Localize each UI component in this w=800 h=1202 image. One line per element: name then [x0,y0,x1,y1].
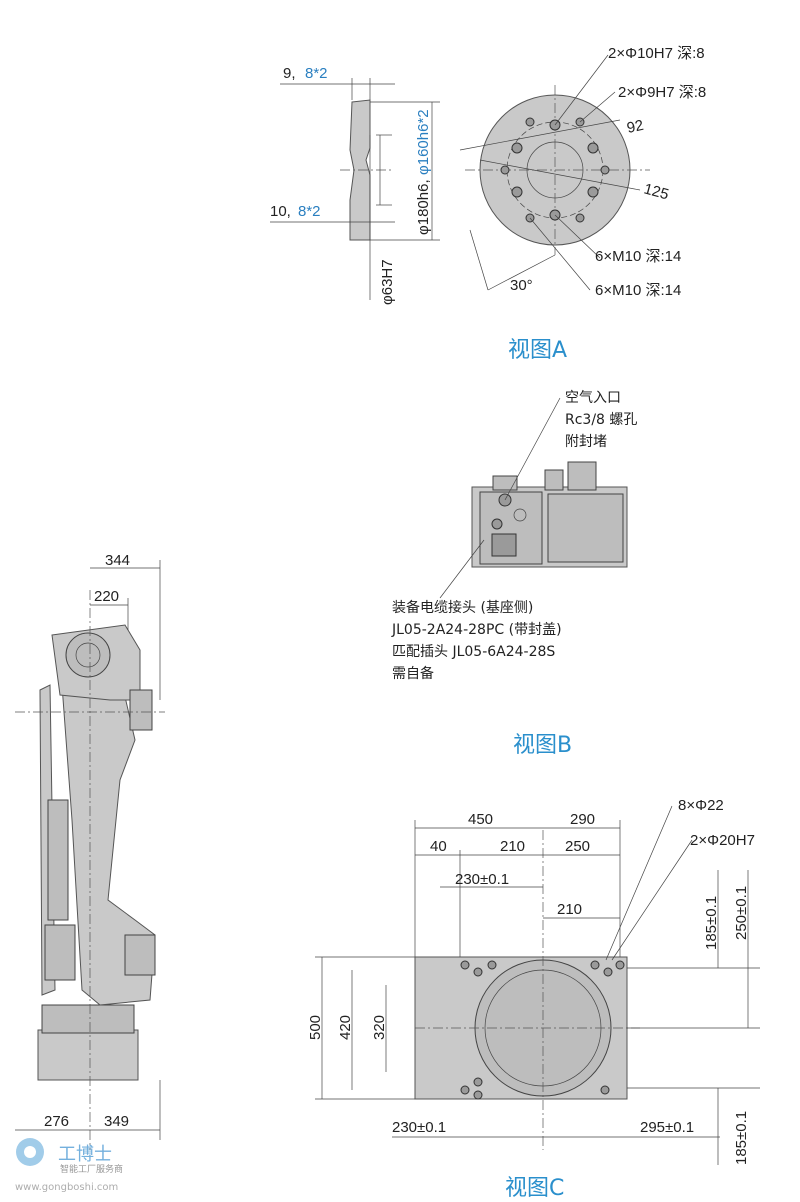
callout-m10-a: 6×M10 深:14 [595,248,681,265]
dim-c-v185b: 185±0.1 [733,1111,750,1165]
connector-line1: 装备电缆接头 (基座侧) [392,599,533,616]
dim-c-450: 450 [468,811,493,828]
dim-phi63: φ63H7 [379,259,396,305]
dim-c-250: 250 [565,838,590,855]
dim-flange-t1: 9, [283,65,296,82]
dim-c-v250: 250±0.1 [733,886,750,940]
dim-c-210b: 210 [557,901,582,918]
view-a-flange-face: 2×Φ10H7 深:8 2×Φ9H7 深:8 92 125 6×M10 深:14… [459,45,706,299]
connector-line2: JL05-2A24-28PC (带封盖) [391,622,562,638]
air-inlet-line3: 附封堵 [565,434,607,450]
dim-c-b295: 295±0.1 [640,1119,694,1136]
side-view-robot: 344 220 276 349 [15,552,165,1150]
view-a-title: 视图A [508,338,567,363]
dim-c-v185a: 185±0.1 [703,896,720,950]
watermark-logo: 工博士 智能工厂服务商 www.gongboshi.com [15,1138,123,1193]
dim-c-b230: 230±0.1 [392,1119,446,1136]
connector-line4: 需自备 [392,665,434,682]
dim-side-220: 220 [94,588,119,605]
view-c-base: 450 290 40 210 250 230±0.1 210 500 420 3… [307,797,760,1165]
dim-c-210a: 210 [500,838,525,855]
watermark-url: www.gongboshi.com [15,1182,118,1193]
dim-c-230: 230±0.1 [455,871,509,888]
view-b-panel: 空气入口 Rc3/8 螺孔 附封堵 装备电缆接头 (基座侧) JL05-2A24… [391,390,637,682]
watermark-title: 工博士 [58,1144,112,1165]
dim-side-276: 276 [44,1113,69,1130]
callout-c-2phi20: 2×Φ20H7 [690,832,755,849]
dim-c-420: 420 [337,1015,354,1040]
watermark-subtitle: 智能工厂服务商 [60,1163,123,1175]
dim-phi160: φ160h6*2 [415,109,432,175]
dim-flange-t1-alt: 8*2 [305,65,328,82]
dim-c-290: 290 [570,811,595,828]
dim-flange-t2: 10, [270,203,291,220]
dim-r92: 92 [625,117,645,137]
callout-m10-b: 6×M10 深:14 [595,282,681,299]
callout-phi10: 2×Φ10H7 深:8 [608,45,705,62]
callout-c-8phi22: 8×Φ22 [678,797,724,814]
connector-line3: 匹配插头 JL05-6A24-28S [392,644,555,660]
dim-phi180: φ180h6, [415,179,432,235]
dim-c-40: 40 [430,838,447,855]
view-c-title: 视图C [505,1176,564,1201]
callout-phi9: 2×Φ9H7 深:8 [618,84,706,101]
dim-c-320: 320 [371,1015,388,1040]
dim-r125: 125 [642,180,671,203]
air-inlet-line1: 空气入口 [565,390,621,406]
view-b-title: 视图B [513,733,572,758]
view-a-flange-profile: 9, 8*2 10, 8*2 φ63H7 φ180h6, φ160h6*2 [270,65,440,305]
dim-c-500: 500 [307,1015,324,1040]
dim-flange-t2-alt: 8*2 [298,203,321,220]
air-inlet-line2: Rc3/8 螺孔 [565,412,637,428]
dim-side-344: 344 [105,552,130,569]
dim-angle-30: 30° [510,277,533,294]
dim-side-349: 349 [104,1113,129,1130]
